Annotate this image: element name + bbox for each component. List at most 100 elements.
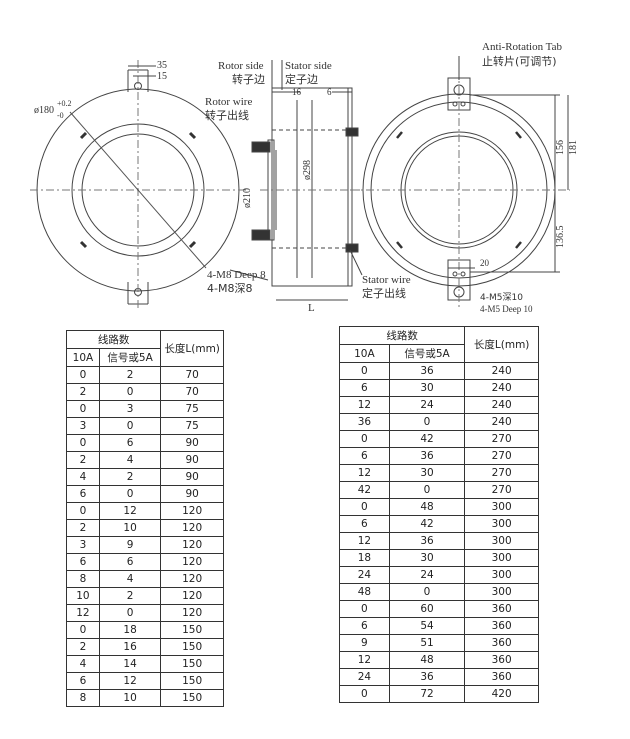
cell-10a: 4 (66, 655, 100, 673)
cell-length: 360 (464, 668, 539, 686)
header-circuit-count: 线路数 (338, 326, 466, 345)
back-view (350, 56, 570, 310)
cell-signal: 10 (98, 519, 162, 537)
cell-10a: 2 (66, 383, 100, 401)
rotor-side-zh: 转子边 (232, 72, 265, 86)
cell-10a: 42 (339, 481, 390, 499)
cell-10a: 4 (66, 468, 100, 486)
cell-length: 300 (464, 583, 539, 601)
cell-length: 120 (160, 502, 224, 520)
m8-holes-en: 4-M8 Deep 8 (207, 269, 266, 281)
cell-signal: 48 (388, 498, 466, 516)
cell-10a: 0 (66, 502, 100, 520)
cell-length: 120 (160, 570, 224, 588)
cell-10a: 0 (339, 600, 390, 618)
cell-length: 240 (464, 379, 539, 397)
cell-signal: 36 (388, 447, 466, 465)
dim-6-label: 6 (327, 87, 332, 97)
rotor-side-en: Rotor side (218, 60, 264, 72)
cell-signal: 36 (388, 362, 466, 380)
anti-rotation-tab-zh: 止转片(可调节) (482, 54, 557, 68)
cell-length: 75 (160, 400, 224, 418)
header-signal: 信号或5A (98, 348, 162, 367)
cell-signal: 0 (388, 481, 466, 499)
cell-10a: 3 (66, 536, 100, 554)
cell-10a: 3 (66, 417, 100, 435)
cell-10a: 0 (66, 434, 100, 452)
dim-156-label: 156 (555, 140, 566, 155)
cell-signal: 4 (98, 570, 162, 588)
cell-10a: 2 (66, 519, 100, 537)
dim-181-label: 181 (568, 140, 579, 155)
m8-holes-zh: 4-M8深8 (207, 282, 252, 295)
cell-10a: 12 (339, 464, 390, 482)
cell-10a: 8 (66, 570, 100, 588)
cell-10a: 48 (339, 583, 390, 601)
dim-136-label: 136.5 (555, 226, 566, 249)
cell-length: 70 (160, 383, 224, 401)
cell-length: 120 (160, 519, 224, 537)
cell-length: 300 (464, 498, 539, 516)
header-circuit-count: 线路数 (65, 330, 162, 349)
cell-length: 90 (160, 451, 224, 469)
cell-length: 300 (464, 549, 539, 567)
dim-15-label: 15 (157, 71, 167, 82)
cell-length: 90 (160, 434, 224, 452)
cell-signal: 6 (98, 434, 162, 452)
dim-16-label: 16 (292, 87, 302, 97)
stator-side-zh: 定子边 (285, 72, 318, 86)
cell-signal: 24 (388, 396, 466, 414)
cell-length: 120 (160, 553, 224, 571)
header-10a: 10A (66, 348, 100, 367)
cell-10a: 24 (339, 668, 390, 686)
cell-signal: 51 (388, 634, 466, 652)
cell-signal: 48 (388, 651, 466, 669)
cell-10a: 0 (66, 400, 100, 418)
cell-length: 300 (464, 532, 539, 550)
dim-20-label: 20 (480, 258, 490, 268)
cell-signal: 72 (388, 685, 466, 703)
cell-10a: 2 (66, 638, 100, 656)
dia-210-label: ø210 (242, 188, 253, 208)
cell-10a: 8 (66, 689, 100, 707)
cell-10a: 0 (339, 362, 390, 380)
cell-length: 240 (464, 396, 539, 414)
cell-signal: 30 (388, 464, 466, 482)
dia-298-label: ø298 (302, 160, 313, 180)
cell-10a: 6 (66, 553, 100, 571)
cell-10a: 12 (339, 532, 390, 550)
header-10a: 10A (339, 344, 390, 363)
cell-10a: 2 (66, 451, 100, 469)
cell-10a: 12 (339, 651, 390, 669)
cell-length: 240 (464, 362, 539, 380)
cell-10a: 12 (66, 604, 100, 622)
cell-length: 360 (464, 600, 539, 618)
cell-10a: 6 (339, 447, 390, 465)
cell-signal: 18 (98, 621, 162, 639)
dim-35-label: 35 (157, 60, 167, 71)
